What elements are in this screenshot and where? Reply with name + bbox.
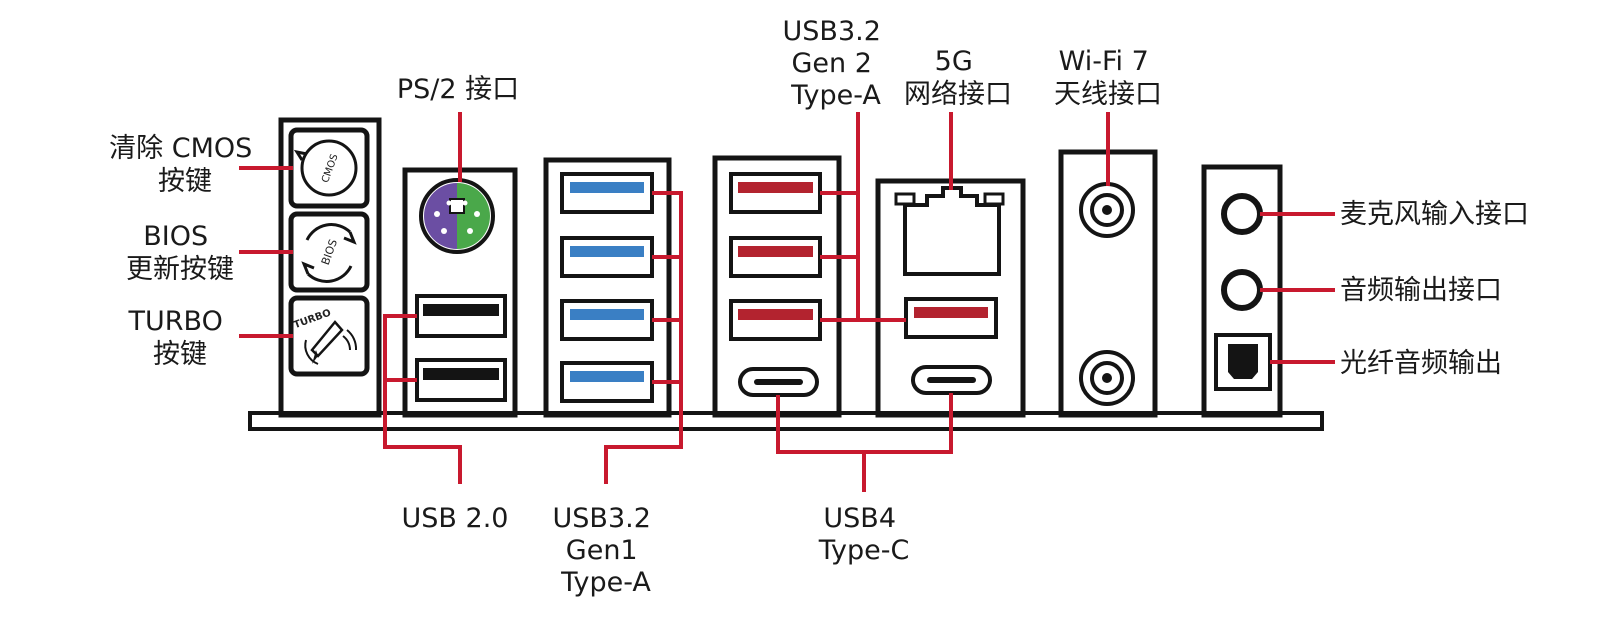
labels: 清除 CMOS 按键 BIOS 更新按键 TURBO 按键 PS/2 接口 US… [109, 16, 1529, 598]
label-wifi7: Wi-Fi 7 天线接口 [1054, 46, 1162, 110]
label-bios-update: BIOS 更新按键 [126, 221, 234, 285]
clear-cmos-button[interactable]: CMOS [288, 127, 370, 209]
usb-gen2-block [712, 155, 842, 418]
label-clear-cmos: 清除 CMOS 按键 [109, 133, 261, 197]
usb20-port-2[interactable] [415, 358, 507, 402]
usb-gen1-port-2[interactable] [560, 236, 654, 278]
usb20-port-1[interactable] [415, 294, 507, 338]
label-usb-gen1: USB3.2 Gen1 Type-A [553, 503, 660, 598]
ps2-usb2-block [402, 167, 518, 418]
label-usb20: USB 2.0 [402, 503, 509, 534]
wifi-antenna-connector-1[interactable] [1079, 182, 1135, 238]
usb-gen2-port-2[interactable] [729, 236, 822, 278]
usb4-typec-port-1[interactable] [738, 367, 819, 397]
bios-update-button[interactable]: BIOS [288, 211, 370, 293]
usb-gen2-port-3[interactable] [729, 299, 822, 341]
leader-lines [239, 112, 1335, 492]
label-lan-5g: 5G 网络接口 [904, 46, 1012, 110]
audio-block [1201, 164, 1283, 418]
lan-port[interactable] [894, 186, 1005, 276]
lan-block [875, 178, 1026, 418]
label-usb-gen2: USB3.2 Gen 2 Type-A [783, 16, 890, 111]
usb-gen2-port-1[interactable] [729, 172, 822, 214]
label-turbo: TURBO 按键 [128, 306, 232, 370]
mic-in-jack[interactable] [1221, 193, 1263, 235]
label-mic-in: 麦克风输入接口 [1340, 199, 1529, 230]
usb-gen1-block [543, 157, 672, 418]
usb4-typec-port-2[interactable] [911, 365, 992, 395]
turbo-button[interactable]: TURBO [288, 295, 370, 377]
label-ps2: PS/2 接口 [397, 74, 519, 105]
button-block: CMOS BIOS TURBO [278, 117, 382, 418]
label-optical-out: 光纤音频输出 [1340, 348, 1502, 379]
audio-out-jack[interactable] [1221, 269, 1263, 311]
label-usb4: USB4 Type-C [818, 503, 910, 566]
usb-gen2-port-4[interactable] [904, 297, 998, 339]
label-audio-out: 音频输出接口 [1340, 275, 1502, 306]
usb-gen1-port-4[interactable] [560, 361, 654, 403]
wifi-block [1058, 149, 1158, 418]
optical-out-port[interactable] [1214, 333, 1272, 391]
wifi-antenna-connector-2[interactable] [1079, 350, 1135, 406]
usb-gen1-port-1[interactable] [560, 172, 654, 214]
usb-gen1-port-3[interactable] [560, 299, 654, 341]
ps2-port[interactable] [419, 178, 495, 254]
